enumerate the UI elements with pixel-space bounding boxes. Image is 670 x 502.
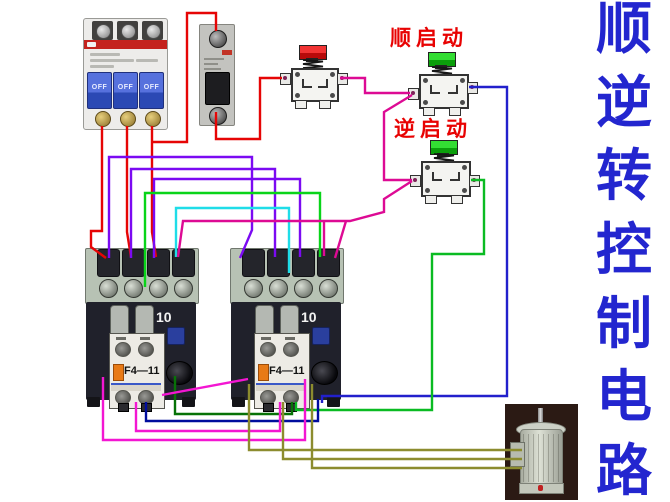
screw-icon [145, 111, 161, 127]
button-terminal [467, 82, 478, 94]
aux-contact-label: F4—11 [124, 365, 160, 377]
forward-start-button [408, 51, 478, 117]
screw-icon [174, 279, 193, 298]
button-bracket [291, 68, 339, 102]
screw-icon [96, 24, 111, 39]
motor-shaft [538, 408, 543, 425]
wire-purple-1 [107, 155, 254, 259]
button-terminal [469, 175, 480, 187]
screw-icon [244, 279, 263, 298]
title-char: 路 [596, 438, 652, 502]
mounting-hole-icon [166, 361, 193, 385]
screw-icon [95, 111, 111, 127]
wire-phase-red-2 [125, 126, 133, 258]
title-vertical: 顺 逆 转 控 制 电 路 [584, 2, 664, 500]
screw-icon [99, 279, 118, 298]
wire-start-bus-magenta [176, 179, 413, 258]
screw-icon [319, 279, 338, 298]
contactor-rating-label: 10 [156, 309, 172, 325]
button-terminal [280, 73, 291, 85]
button-terminal [337, 73, 348, 85]
spring-icon [302, 59, 324, 69]
button-terminal [408, 88, 419, 100]
screw-icon [149, 279, 168, 298]
motor-photo [505, 404, 578, 500]
screw-icon [209, 107, 227, 125]
title-char: 控 [596, 217, 652, 283]
title-char: 电 [596, 365, 652, 431]
wire-phase-red-1 [89, 126, 107, 259]
title-char: 转 [596, 144, 652, 210]
single-pole-circuit-breaker [199, 24, 235, 126]
wire-motor-olive-2 [281, 402, 522, 461]
forward-start-label: 顺启动 [390, 27, 468, 50]
brand-logo [87, 42, 96, 47]
breaker-toggle: OFF [113, 72, 138, 109]
screw-icon [146, 24, 161, 39]
motor-terminal-box [510, 442, 525, 467]
breaker-toggle [205, 72, 230, 105]
aux-contact-block: F4—11 [254, 333, 310, 412]
screw-icon [121, 24, 136, 39]
wire-purple-2 [129, 167, 277, 258]
button-bracket [419, 74, 469, 109]
breaker-red-band [84, 40, 167, 49]
contactor-reverse: 10 F4—11 [230, 248, 344, 412]
title-char: 逆 [596, 70, 652, 136]
screw-icon [209, 30, 227, 48]
screw-icon [269, 279, 288, 298]
motor [520, 429, 563, 487]
title-char: 顺 [596, 0, 652, 62]
screw-icon [120, 111, 136, 127]
contactor-rating-label: 10 [301, 309, 317, 325]
wire-stop-to-forward-magenta [340, 76, 410, 95]
breaker-toggle: OFF [139, 72, 164, 109]
mounting-hole-icon [311, 361, 338, 385]
button-bracket [421, 161, 471, 197]
screw-icon [294, 279, 313, 298]
screw-icon [124, 279, 143, 298]
wire-phase-red-3 [150, 126, 158, 258]
three-pole-circuit-breaker: OFF OFF OFF [83, 18, 168, 130]
breaker-toggle: OFF [87, 72, 112, 109]
title-char: 制 [596, 291, 652, 357]
stop-button [280, 44, 348, 110]
wire-purple-3 [152, 177, 302, 258]
contactor-forward: 10 F4—11 [85, 248, 199, 412]
aux-contact-label: F4—11 [269, 365, 305, 377]
reverse-start-button [410, 139, 480, 205]
breaker-red-sticker [222, 50, 232, 55]
reverse-start-label: 逆启动 [394, 118, 472, 141]
button-terminal [410, 175, 421, 187]
aux-contact-block: F4—11 [109, 333, 165, 412]
wire-motor-olive-3 [310, 384, 522, 470]
